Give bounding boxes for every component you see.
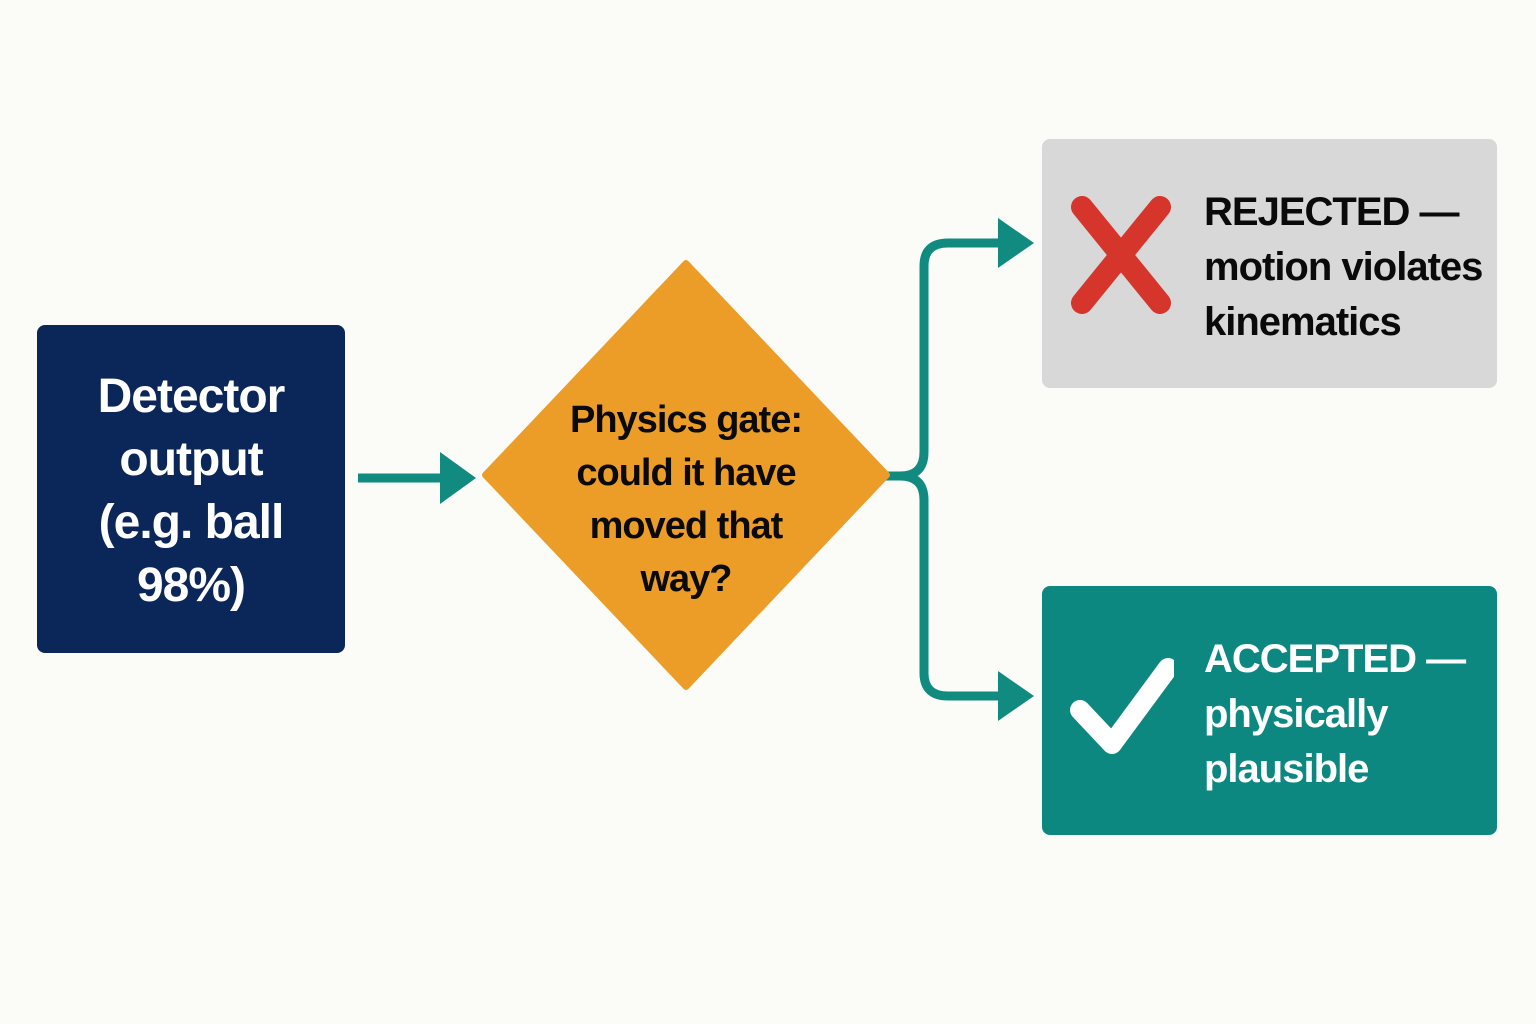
physics-gate-diamond — [482, 260, 890, 690]
detector-output-box: Detector output (e.g. ball 98%) — [37, 325, 345, 653]
accepted-line-3: plausible — [1204, 747, 1369, 791]
detector-line-3: (e.g. ball 98%) — [98, 496, 285, 612]
accepted-line-2: physically — [1204, 692, 1388, 736]
accepted-line-1: ACCEPTED — — [1204, 637, 1466, 681]
detector-line-2: output — [119, 433, 263, 486]
arrowhead-to-rejected — [998, 218, 1034, 268]
gate-line-3: moved that — [589, 505, 784, 547]
physics-gate-label: Physics gate: could it have moved that w… — [545, 390, 827, 610]
gate-line-1: Physics gate: — [570, 399, 803, 441]
rejected-label: REJECTED — motion violates kinematics — [1204, 185, 1494, 350]
arrowhead-to-accepted — [998, 671, 1034, 721]
gate-line-4: way? — [640, 558, 732, 600]
rejected-line-3: kinematics — [1204, 300, 1402, 344]
detector-output-label: Detector output (e.g. ball 98%) — [46, 361, 336, 617]
detector-line-1: Detector — [97, 370, 286, 423]
accepted-label: ACCEPTED — physically plausible — [1204, 632, 1494, 797]
gate-line-2: could it have — [576, 452, 796, 494]
rejected-outcome-box: REJECTED — motion violates kinematics — [1042, 139, 1497, 388]
check-icon — [1070, 658, 1174, 754]
rejected-line-1: REJECTED — — [1204, 190, 1460, 234]
arrowhead-detector-to-gate — [440, 452, 476, 504]
accepted-outcome-box: ACCEPTED — physically plausible — [1042, 586, 1497, 835]
rejected-line-2: motion violates — [1204, 245, 1483, 289]
cross-icon — [1071, 196, 1171, 314]
connector-gate-to-accepted — [899, 471, 1004, 701]
